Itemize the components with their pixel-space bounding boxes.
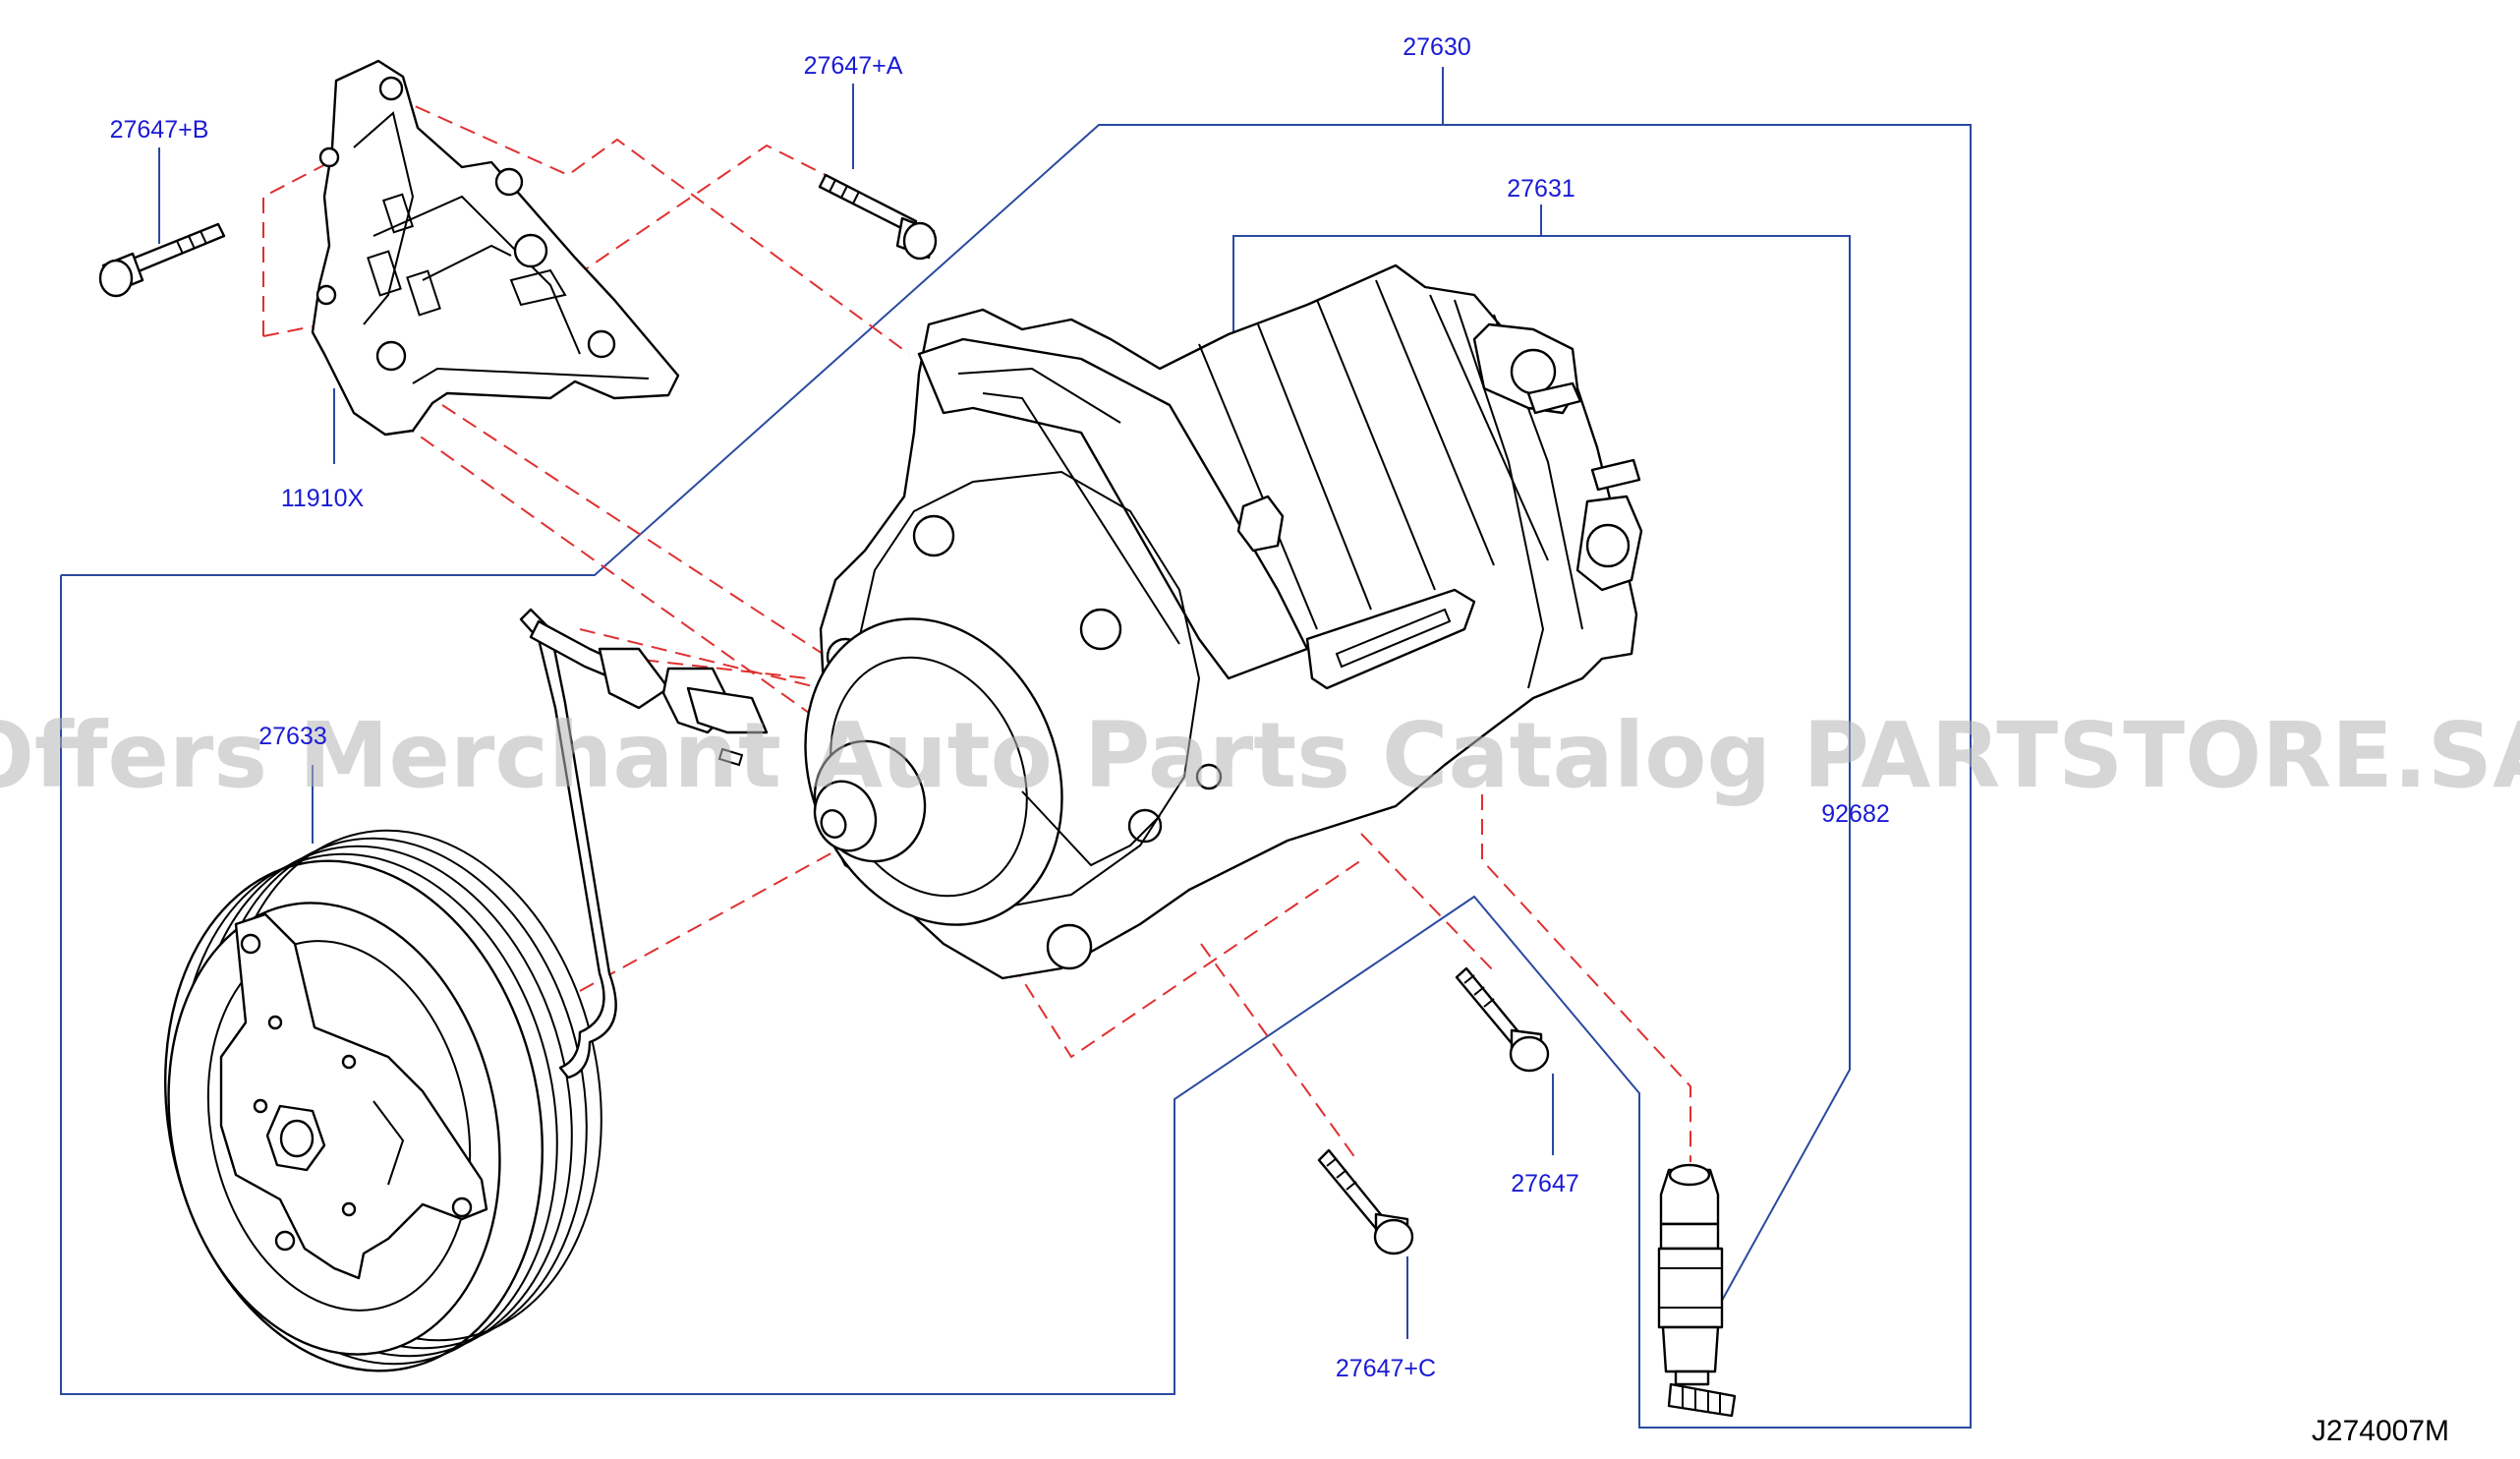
- compressor: [804, 263, 1643, 980]
- callout-27631[interactable]: 27631: [1507, 175, 1575, 203]
- callout-92682[interactable]: 92682: [1821, 800, 1890, 828]
- clutch-pulley: [164, 608, 769, 1372]
- leader-lines: [60, 67, 1972, 1429]
- bolt-27647-c: [1317, 1148, 1414, 1255]
- watermark: Offers Merchant Auto Parts Catalog PARTS…: [0, 703, 2520, 808]
- callout-27647-a[interactable]: 27647+A: [804, 52, 903, 80]
- callouts: 27647+A 27647+B 11910X 27630 27631 27633…: [110, 33, 1890, 1382]
- figure-code: J274007M: [2312, 1415, 2449, 1447]
- callout-27647-b[interactable]: 27647+B: [110, 116, 209, 144]
- pressure-switch: [1657, 1163, 1737, 1418]
- bolt-27647: [1455, 966, 1550, 1073]
- callout-27630[interactable]: 27630: [1403, 33, 1471, 61]
- bolt-27647-a: [818, 173, 938, 261]
- callout-27647-c[interactable]: 27647+C: [1336, 1355, 1436, 1382]
- callout-11910x[interactable]: 11910X: [281, 485, 365, 512]
- leader-27631: [1232, 235, 1851, 1309]
- bolt-27647-b: [98, 222, 226, 298]
- callout-27633[interactable]: 27633: [258, 723, 327, 750]
- phantom-lines: [262, 95, 1691, 1163]
- leader-27630-frame: [60, 124, 1972, 1429]
- mounting-bracket: [311, 59, 680, 437]
- callout-27647[interactable]: 27647: [1511, 1170, 1579, 1197]
